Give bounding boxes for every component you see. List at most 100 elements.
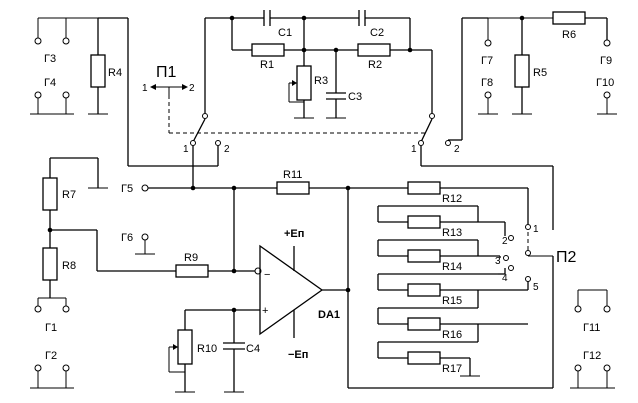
resistor-r4-label: R4 xyxy=(108,67,122,79)
terminal-g6-pin[interactable] xyxy=(141,233,149,241)
capacitor-c1-label: C1 xyxy=(278,27,292,39)
terminal-g1-pin-a[interactable] xyxy=(34,305,42,313)
capacitor-c2-label: C2 xyxy=(370,27,384,39)
resistor-r12[interactable] xyxy=(407,181,441,195)
resistor-r2-label: R2 xyxy=(368,59,382,71)
switch-p2-pos5: 5 xyxy=(533,282,539,293)
resistor-r1-label: R1 xyxy=(260,59,274,71)
opamp-vpos-label: +Eп xyxy=(284,228,304,240)
input-g5-group: Г5 R11 xyxy=(121,169,408,195)
terminal-g8-pin[interactable] xyxy=(484,91,492,99)
resistor-ladder: R12 R13 R14 R15 R16 R17 xyxy=(377,181,529,377)
opamp-da1-label: DA1 xyxy=(318,309,340,321)
terminal-g11-pin-a[interactable] xyxy=(574,305,582,313)
resistor-r4[interactable] xyxy=(90,54,106,88)
resistor-r11[interactable] xyxy=(276,181,310,195)
terminal-g4-pin-b[interactable] xyxy=(62,91,70,99)
resistor-r15-label: R15 xyxy=(442,295,462,307)
resistor-r16-label: R16 xyxy=(442,329,462,341)
switch-p2-label: П2 xyxy=(556,249,577,266)
resistor-r1[interactable] xyxy=(251,43,285,57)
top-left-terminal-group: Г3 Г4 R4 xyxy=(30,17,122,115)
terminal-g3-pin-b[interactable] xyxy=(62,37,70,45)
terminal-g2-pin-a[interactable] xyxy=(34,364,42,372)
opamp-da1[interactable] xyxy=(259,244,324,336)
resistor-r12-label: R12 xyxy=(442,193,462,205)
resistor-r2[interactable] xyxy=(357,43,391,57)
switch-p2-contact-2[interactable] xyxy=(508,235,514,241)
switch-p1[interactable]: П1 1 2 1 2 1 2 xyxy=(142,64,460,155)
switch-p2-wiper[interactable] xyxy=(525,250,531,256)
opamp-inv-sign: − xyxy=(264,269,270,281)
terminal-g4-pin-a[interactable] xyxy=(34,91,42,99)
switch-p2-pos1: 1 xyxy=(533,224,539,235)
resistor-r5[interactable] xyxy=(514,54,530,88)
terminal-g5-label: Г5 xyxy=(121,183,133,195)
terminal-g8-label: Г8 xyxy=(481,77,493,89)
switch-p1-pos1-label: 1 xyxy=(142,83,148,94)
switch-p2-pos3: 3 xyxy=(495,256,501,267)
terminal-g10-label: Г10 xyxy=(596,77,614,89)
terminal-g9-pin[interactable] xyxy=(603,39,611,47)
resistor-r15[interactable] xyxy=(407,283,441,297)
resistor-r7-label: R7 xyxy=(62,189,76,201)
resistor-r9-label: R9 xyxy=(184,252,198,264)
resistor-r6[interactable] xyxy=(552,11,586,25)
terminal-g6-label: Г6 xyxy=(121,232,133,244)
terminal-g7-pin[interactable] xyxy=(484,39,492,47)
resistor-r6-label: R6 xyxy=(562,29,576,41)
terminal-g3-label: Г3 xyxy=(44,53,56,65)
potentiometer-r10[interactable] xyxy=(177,329,193,365)
potentiometer-r3[interactable] xyxy=(296,65,312,101)
switch-p2-contact-3[interactable] xyxy=(503,255,509,261)
opamp-group: R9 − + DA1 +Eп −Eп R10 C4 xyxy=(168,188,553,393)
resistor-r16[interactable] xyxy=(407,317,441,331)
terminal-g10-pin[interactable] xyxy=(603,91,611,99)
resistor-r13-label: R13 xyxy=(442,227,462,239)
terminal-g1-pin-b[interactable] xyxy=(62,305,70,313)
terminal-g5-pin[interactable] xyxy=(141,184,149,192)
resistor-r11-label: R11 xyxy=(283,169,302,181)
terminal-g12-pin-a[interactable] xyxy=(574,364,582,372)
potentiometer-r3-label: R3 xyxy=(314,75,328,87)
terminal-g4-label: Г4 xyxy=(44,77,56,89)
terminal-g12-pin-b[interactable] xyxy=(603,364,611,372)
resistor-r8[interactable] xyxy=(42,247,58,281)
switch-p2-contact-1[interactable] xyxy=(525,224,531,230)
resistor-r14-label: R14 xyxy=(442,261,462,273)
switch-p2-contact-5[interactable] xyxy=(525,276,531,282)
terminal-g9-label: Г9 xyxy=(600,55,612,67)
switch-p2-pos2: 2 xyxy=(502,236,508,247)
resistor-r17[interactable] xyxy=(407,351,441,365)
switch-p1-pole-a-pos2: 2 xyxy=(224,144,230,155)
resistor-r7[interactable] xyxy=(42,177,58,211)
terminal-g2-label: Г2 xyxy=(45,350,57,362)
terminal-g11-label: Г11 xyxy=(583,322,600,334)
switch-p2[interactable]: 1 2 3 4 5 П2 xyxy=(495,224,577,293)
terminal-g6-group: Г6 xyxy=(121,232,155,255)
switch-p2-contact-4[interactable] xyxy=(508,265,514,271)
terminal-g1-label: Г1 xyxy=(45,322,57,334)
resistor-r13[interactable] xyxy=(407,215,441,229)
capacitor-c3-label: C3 xyxy=(348,91,362,103)
resistor-r8-label: R8 xyxy=(62,260,76,272)
switch-p1-label: П1 xyxy=(156,64,177,81)
switch-p1-pole-b[interactable] xyxy=(420,118,433,143)
terminal-g12-label: Г12 xyxy=(583,350,601,362)
resistor-r14[interactable] xyxy=(407,249,441,263)
resistor-r9[interactable] xyxy=(175,264,209,278)
switch-p1-pole-a[interactable] xyxy=(192,118,206,143)
switch-p1-pole-b-pos1: 1 xyxy=(411,144,417,155)
top-filter-network: C1 C2 R1 R2 R3 C3 xyxy=(204,10,433,119)
opamp-noninv-sign: + xyxy=(262,305,268,317)
switch-p1-pole-b-pos2: 2 xyxy=(454,144,460,155)
terminal-g11-pin-b[interactable] xyxy=(603,305,611,313)
resistor-r5-label: R5 xyxy=(533,67,547,79)
resistor-r17-label: R17 xyxy=(442,363,462,375)
terminal-g3-pin-a[interactable] xyxy=(34,37,42,45)
terminal-g2-pin-b[interactable] xyxy=(62,364,70,372)
switch-p1-pole-a-pos1: 1 xyxy=(183,144,189,155)
terminal-g7-label: Г7 xyxy=(481,55,493,67)
switch-p2-pos4: 4 xyxy=(502,273,508,284)
